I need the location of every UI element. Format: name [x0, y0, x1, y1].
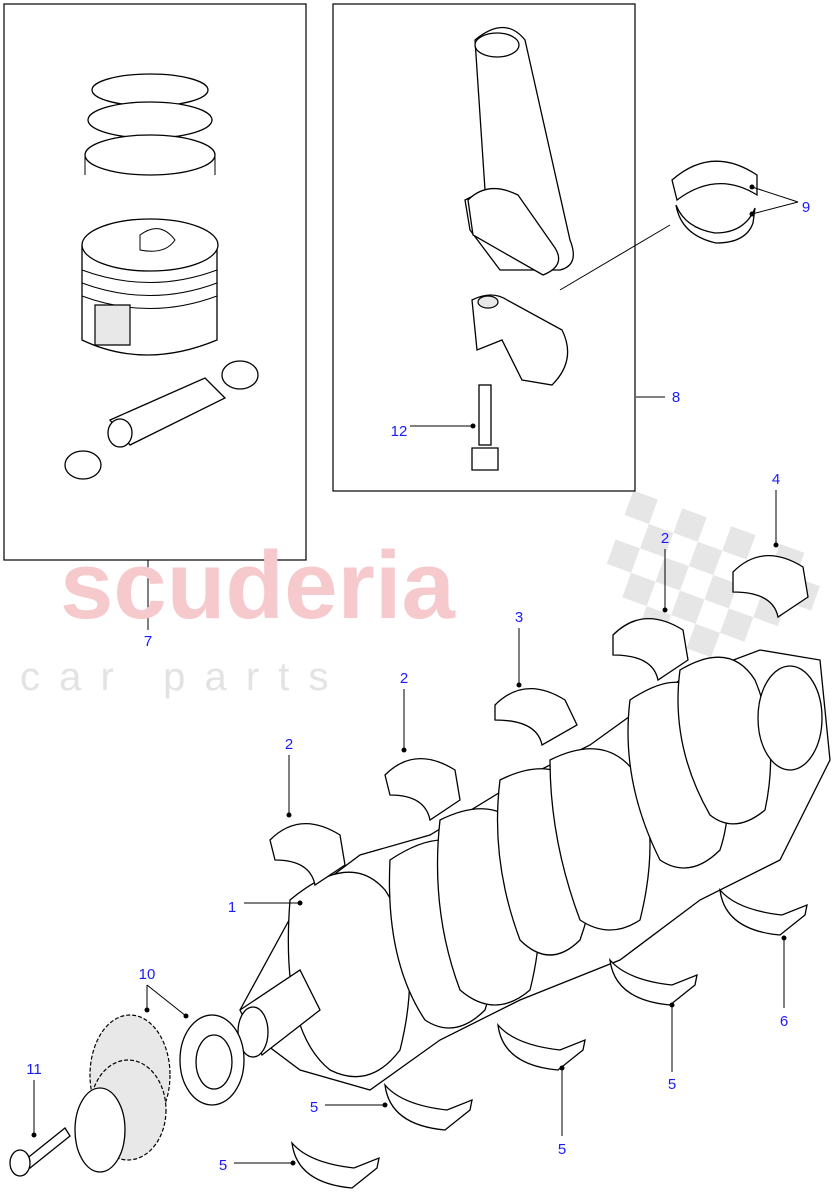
upper-bearing-shells — [269, 555, 809, 887]
connecting-rod-frame — [332, 3, 636, 492]
callout-labels: 7 8 9 12 4 2 3 2 2 1 6 5 5 5 5 10 11 — [26, 199, 810, 1174]
piston-kit-group — [3, 3, 307, 561]
piston-kit-frame — [3, 3, 307, 561]
leader-dots — [31, 184, 787, 1166]
callout-7: 7 — [144, 633, 152, 650]
rod-bolt — [471, 384, 499, 471]
callout-2b: 2 — [400, 670, 408, 687]
connecting-rod-group — [332, 3, 758, 492]
circlips — [64, 360, 259, 480]
watermark: scuderia c a r p a r t s — [20, 532, 455, 699]
piston-rings — [84, 73, 216, 176]
callout-11: 11 — [26, 1061, 42, 1078]
callout-2c: 2 — [285, 736, 293, 753]
rod-bearing-shells — [671, 160, 758, 244]
callout-5a: 5 — [668, 1076, 676, 1093]
watermark-brand: scuderia — [60, 532, 455, 639]
callout-3: 3 — [515, 609, 523, 626]
callout-6: 6 — [780, 1013, 788, 1030]
callout-5b: 5 — [558, 1141, 566, 1158]
callout-5c: 5 — [310, 1099, 318, 1116]
callout-10: 10 — [139, 966, 156, 983]
timing-sprocket — [74, 1014, 171, 1173]
rod-cap — [471, 294, 569, 386]
callout-2a: 2 — [661, 530, 669, 547]
watermark-tagline: c a r p a r t s — [20, 655, 333, 699]
callout-12: 12 — [391, 423, 408, 440]
callout-9: 9 — [802, 199, 810, 216]
leader-line — [559, 224, 671, 291]
callout-8: 8 — [672, 389, 680, 406]
piston-pin — [107, 377, 227, 448]
piston — [81, 218, 219, 356]
connecting-rod — [464, 27, 574, 276]
callout-1: 1 — [228, 899, 236, 916]
thrust-washer — [179, 1014, 245, 1106]
callout-4: 4 — [772, 471, 780, 488]
crankshaft — [237, 649, 831, 1091]
lower-bearing-shells — [291, 887, 808, 1189]
sprocket-bolt — [9, 1127, 71, 1177]
leader-lines — [33, 186, 799, 1164]
callout-5d: 5 — [219, 1157, 227, 1174]
